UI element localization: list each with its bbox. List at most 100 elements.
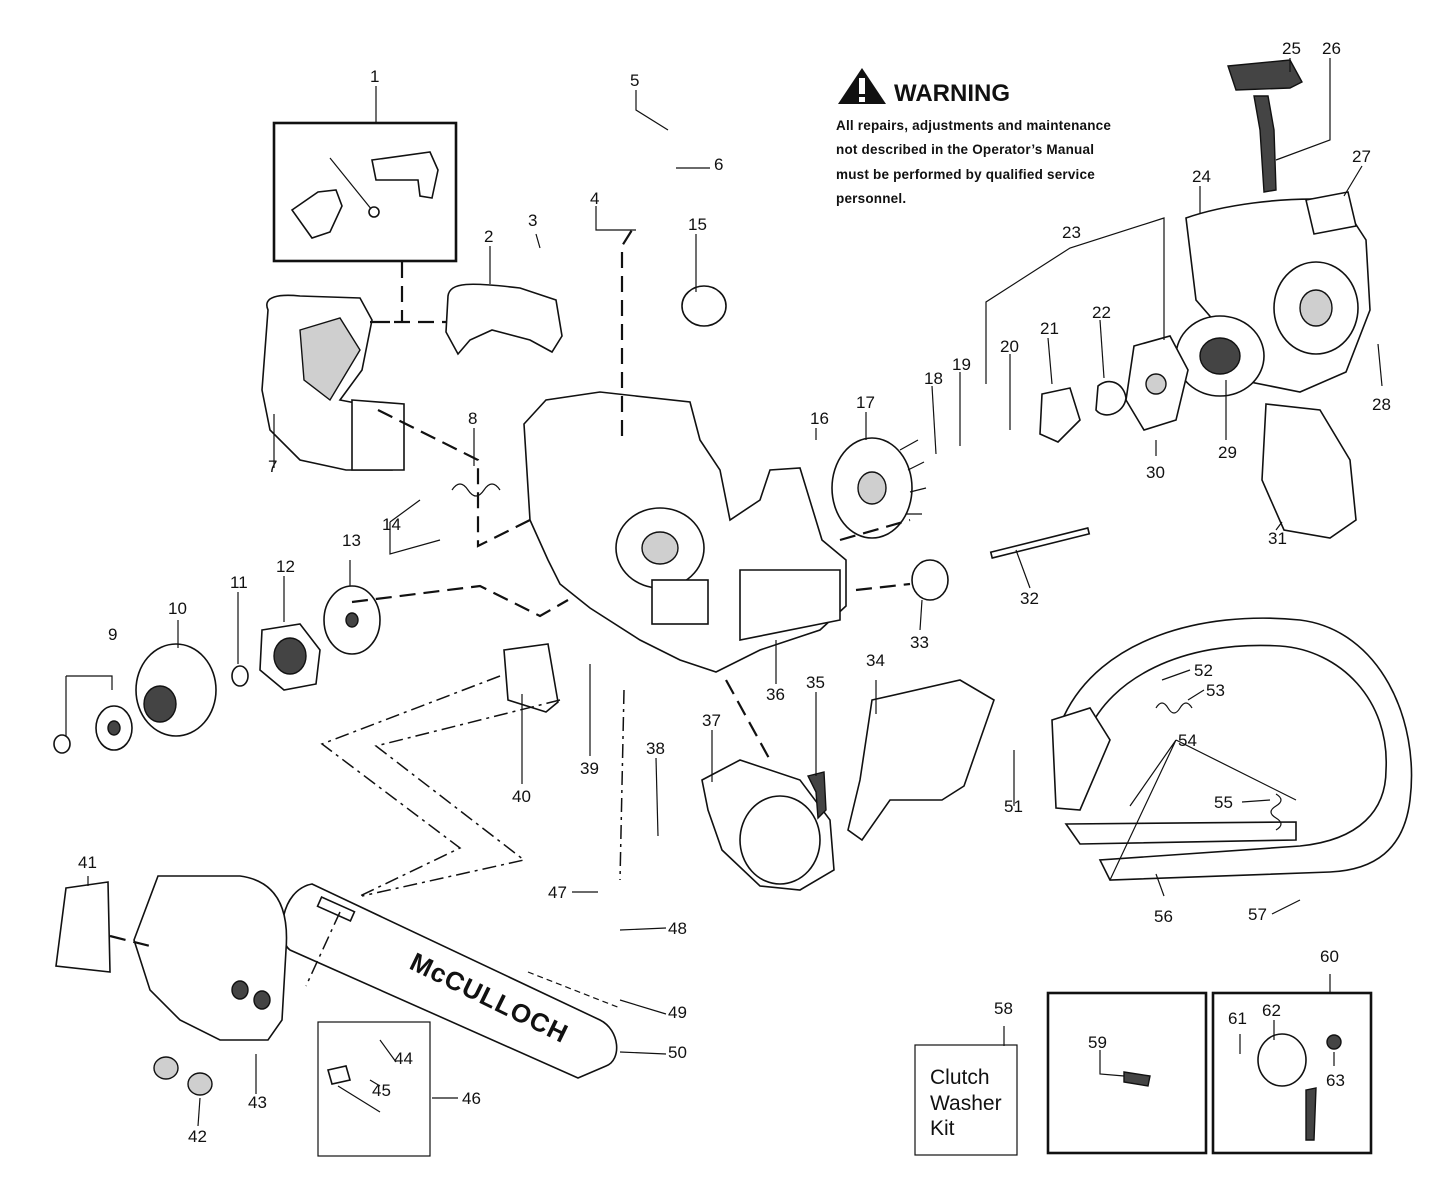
callout-42: 42 (188, 1127, 207, 1146)
callout-45: 45 (372, 1081, 391, 1100)
callout-59: 59 (1088, 1033, 1107, 1052)
guide-bar: McCULLOCH (281, 883, 618, 1079)
callout-39: 39 (580, 759, 599, 778)
clutch (259, 623, 321, 691)
callout-60: 60 (1320, 947, 1339, 966)
callout-57: 57 (1248, 905, 1267, 924)
callout-53: 53 (1206, 681, 1225, 700)
callout-35: 35 (806, 673, 825, 692)
decal-41 (55, 881, 111, 973)
callout-8: 8 (468, 409, 477, 428)
warning-title: WARNING (894, 80, 1010, 107)
callout-46: 46 (462, 1089, 481, 1108)
hand-guard (847, 679, 995, 842)
e-clip (53, 734, 71, 754)
callout-13: 13 (342, 531, 361, 550)
callout-55: 55 (1214, 793, 1233, 812)
callout-21: 21 (1040, 319, 1059, 338)
callout-56: 56 (1154, 907, 1173, 926)
warning-line-1: All repairs, adjustments and maintenance (836, 118, 1111, 133)
callout-28: 28 (1372, 395, 1391, 414)
crankcase (523, 391, 847, 673)
callout-18: 18 (924, 369, 943, 388)
callout-37: 37 (702, 711, 721, 730)
spring-53 (1155, 702, 1193, 714)
handle-cover (445, 283, 563, 356)
callout-34: 34 (866, 651, 885, 670)
callout-19: 19 (952, 355, 971, 374)
kit-box-60 (1211, 991, 1373, 1155)
warning-line-2: not described in the Operator’s Manual (836, 142, 1094, 157)
callout-47: 47 (548, 883, 567, 902)
callout-12: 12 (276, 557, 295, 576)
callout-25: 25 (1282, 39, 1301, 58)
callout-51: 51 (1004, 797, 1023, 816)
kit-line-3: Kit (930, 1117, 955, 1140)
callout-22: 22 (1092, 303, 1111, 322)
nut-42b (187, 1072, 213, 1096)
callout-30: 30 (1146, 463, 1165, 482)
warning-line-3: must be performed by qualified service (836, 167, 1095, 182)
callout-29: 29 (1218, 443, 1237, 462)
callout-23: 23 (1062, 223, 1081, 242)
callout-labels: 1 2 3 4 5 6 7 8 9 10 11 12 13 14 15 16 1… (78, 39, 1391, 1146)
sprocket-cover (133, 875, 288, 1041)
warning-block: WARNING All repairs, adjustments and mai… (836, 68, 1111, 206)
saw-chain (527, 971, 621, 1009)
callout-1: 1 (370, 67, 379, 86)
callout-17: 17 (856, 393, 875, 412)
air-filter (1305, 191, 1357, 235)
assembly-lines (109, 229, 911, 987)
spring-55 (1270, 793, 1282, 831)
starter-grip (1227, 59, 1303, 193)
callout-36: 36 (766, 685, 785, 704)
callout-9: 9 (108, 625, 117, 644)
kit-box-1 (272, 121, 458, 263)
callout-63: 63 (1326, 1071, 1345, 1090)
callout-7: 7 (268, 457, 277, 476)
oil-pump-plate (323, 585, 381, 655)
throttle-rod-35 (806, 771, 827, 820)
clutch-washer (95, 705, 133, 751)
rear-handle (261, 294, 405, 471)
spring-8 (451, 483, 501, 497)
nut-42a (153, 1056, 179, 1080)
callout-41: 41 (78, 853, 97, 872)
callout-24: 24 (1192, 167, 1211, 186)
callout-16: 16 (810, 409, 829, 428)
warning-line-4: personnel. (836, 191, 906, 206)
spark-plug-boot-15 (681, 285, 727, 327)
callout-33: 33 (910, 633, 929, 652)
callout-20: 20 (1000, 337, 1019, 356)
callout-27: 27 (1352, 147, 1371, 166)
callout-5: 5 (630, 71, 639, 90)
chain-guide-plate (503, 643, 559, 713)
starter-pulley (1175, 315, 1265, 397)
callout-49: 49 (668, 1003, 687, 1022)
kit-line-2: Washer (930, 1092, 1002, 1115)
callout-43: 43 (248, 1093, 267, 1112)
callout-62: 62 (1262, 1001, 1281, 1020)
callout-52: 52 (1194, 661, 1213, 680)
kit-box-46 (317, 1021, 431, 1157)
callout-4: 4 (590, 189, 599, 208)
kit-line-1: Clutch (930, 1066, 990, 1089)
washer-11 (231, 665, 249, 687)
callout-44: 44 (394, 1049, 413, 1068)
callout-58: 58 (994, 999, 1013, 1018)
clutch-washer-kit-box: Clutch Washer Kit (914, 1044, 1018, 1156)
callout-3: 3 (528, 211, 537, 230)
callout-6: 6 (714, 155, 723, 174)
callout-38: 38 (646, 739, 665, 758)
callout-61: 61 (1228, 1009, 1247, 1028)
callout-32: 32 (1020, 589, 1039, 608)
front-handle (1062, 617, 1413, 881)
callout-15: 15 (688, 215, 707, 234)
callout-31: 31 (1268, 529, 1287, 548)
pin-32 (989, 527, 1091, 559)
starter-sprocket (1039, 335, 1189, 443)
callout-14: 14 (382, 515, 401, 534)
clutch-drum (135, 643, 217, 737)
leader-lines (65, 58, 1383, 1127)
callout-50: 50 (668, 1043, 687, 1062)
